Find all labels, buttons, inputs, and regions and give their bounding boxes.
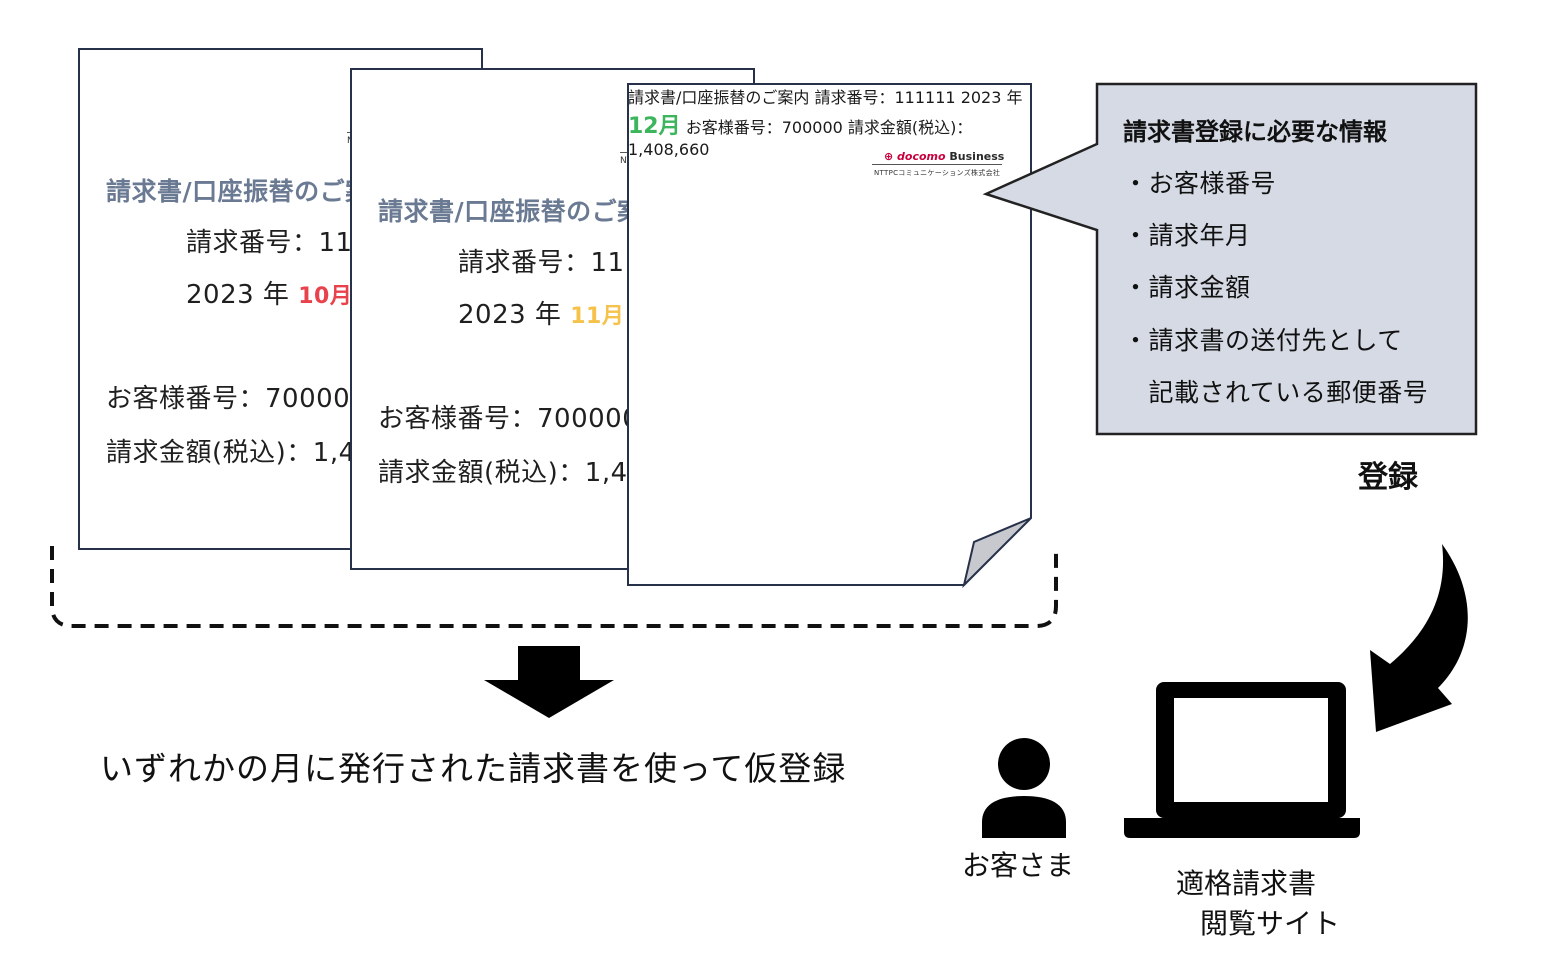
invoice-document-frame (627, 83, 1032, 588)
callout-item-billing-month: ・請求年月 (1123, 221, 1251, 250)
docomo-business-logo: ⊕ docomo Business (884, 150, 1005, 163)
invoice-year: 2023 年 (458, 300, 562, 330)
invoice-title: 請求書/口座振替のご案内 (106, 177, 397, 206)
provisional-registration-text: いずれかの月に発行された請求書を使って仮登録 (100, 749, 847, 788)
invoice-year-month: 2023 年 12月 (628, 88, 1023, 139)
register-label: 登録 (1358, 460, 1418, 495)
dashed-bracket (50, 546, 1058, 628)
site-label-line2: 閲覧サイト (1200, 907, 1341, 940)
callout-item-postal-code-cont: 記載されている郵便番号 (1123, 378, 1429, 407)
callout-item-billing-amount: ・請求金額 (1123, 273, 1251, 302)
invoice-number: 請求番号：111111 (814, 88, 956, 107)
curved-arrow-icon (1370, 544, 1468, 732)
logo-fragment: NT (620, 156, 633, 166)
invoice-month: 11月 (570, 304, 625, 329)
invoice-year-month: 2023 年 11月 (458, 294, 624, 331)
invoice-month: 12月 (628, 114, 681, 139)
person-icon (982, 738, 1066, 838)
invoice-year-month: 2023 年 10月 (186, 274, 352, 311)
customer-number: お客様番号：700000 (106, 384, 368, 414)
invoice-title: 請求書/口座振替のご案内 (378, 197, 669, 226)
company-name: NTTPCコミュニケーションズ株式会社 (874, 169, 1001, 177)
invoice-month: 10月 (298, 284, 353, 309)
customer-label: お客さま (962, 849, 1075, 882)
folded-corner (962, 517, 1032, 588)
callout-item-postal-code: ・請求書の送付先として (1123, 326, 1403, 355)
down-arrow-icon (484, 646, 614, 718)
invoice-title: 請求書/口座振替のご案内 (628, 88, 810, 107)
customer-number: お客様番号：700000 (378, 404, 640, 434)
callout-box (982, 82, 1478, 436)
callout-item-customer-number: ・お客様番号 (1123, 169, 1277, 198)
laptop-icon (1124, 682, 1360, 838)
invoice-year: 2023 年 (186, 280, 290, 310)
callout-title: 請求書登録に必要な情報 (1123, 118, 1387, 146)
customer-number: お客様番号：700000 (685, 118, 843, 137)
invoice-year: 2023 年 (960, 88, 1023, 107)
invoice-document-december: ⊕ docomo Business NTTPCコミュニケーションズ株式会社 請求… (628, 84, 1028, 504)
site-label-line1: 適格請求書 (1176, 867, 1317, 900)
logo-rule (872, 164, 1002, 165)
invoice-amount: 請求金額(税込)：1,408,660 (628, 118, 973, 159)
